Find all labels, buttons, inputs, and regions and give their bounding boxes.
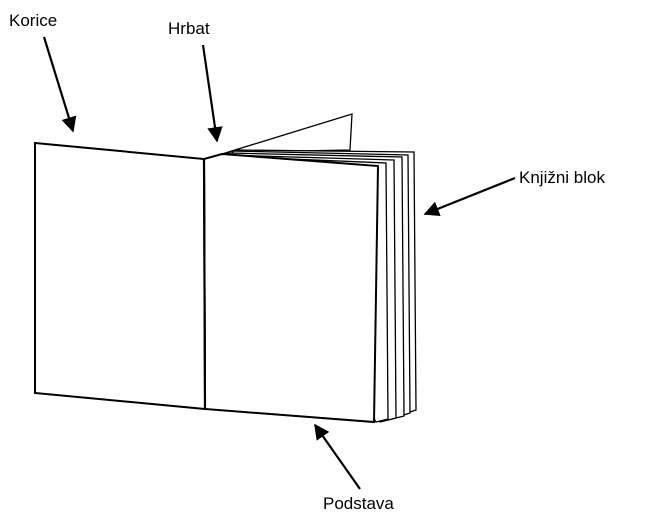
spine-arrow xyxy=(201,44,223,143)
endpaper-page xyxy=(202,152,380,424)
endpaper-label: Podstava xyxy=(323,494,394,513)
book-back-flap xyxy=(221,113,353,155)
book-block-arrow xyxy=(423,176,516,217)
endpaper-arrow xyxy=(314,423,361,490)
spine-label: Hrbat xyxy=(168,19,210,38)
cover-arrow xyxy=(42,36,77,133)
book-block-label: Knjižni blok xyxy=(519,168,605,187)
cover-label: Korice xyxy=(9,11,57,30)
front-cover xyxy=(34,141,207,411)
spine-fold xyxy=(202,158,207,410)
